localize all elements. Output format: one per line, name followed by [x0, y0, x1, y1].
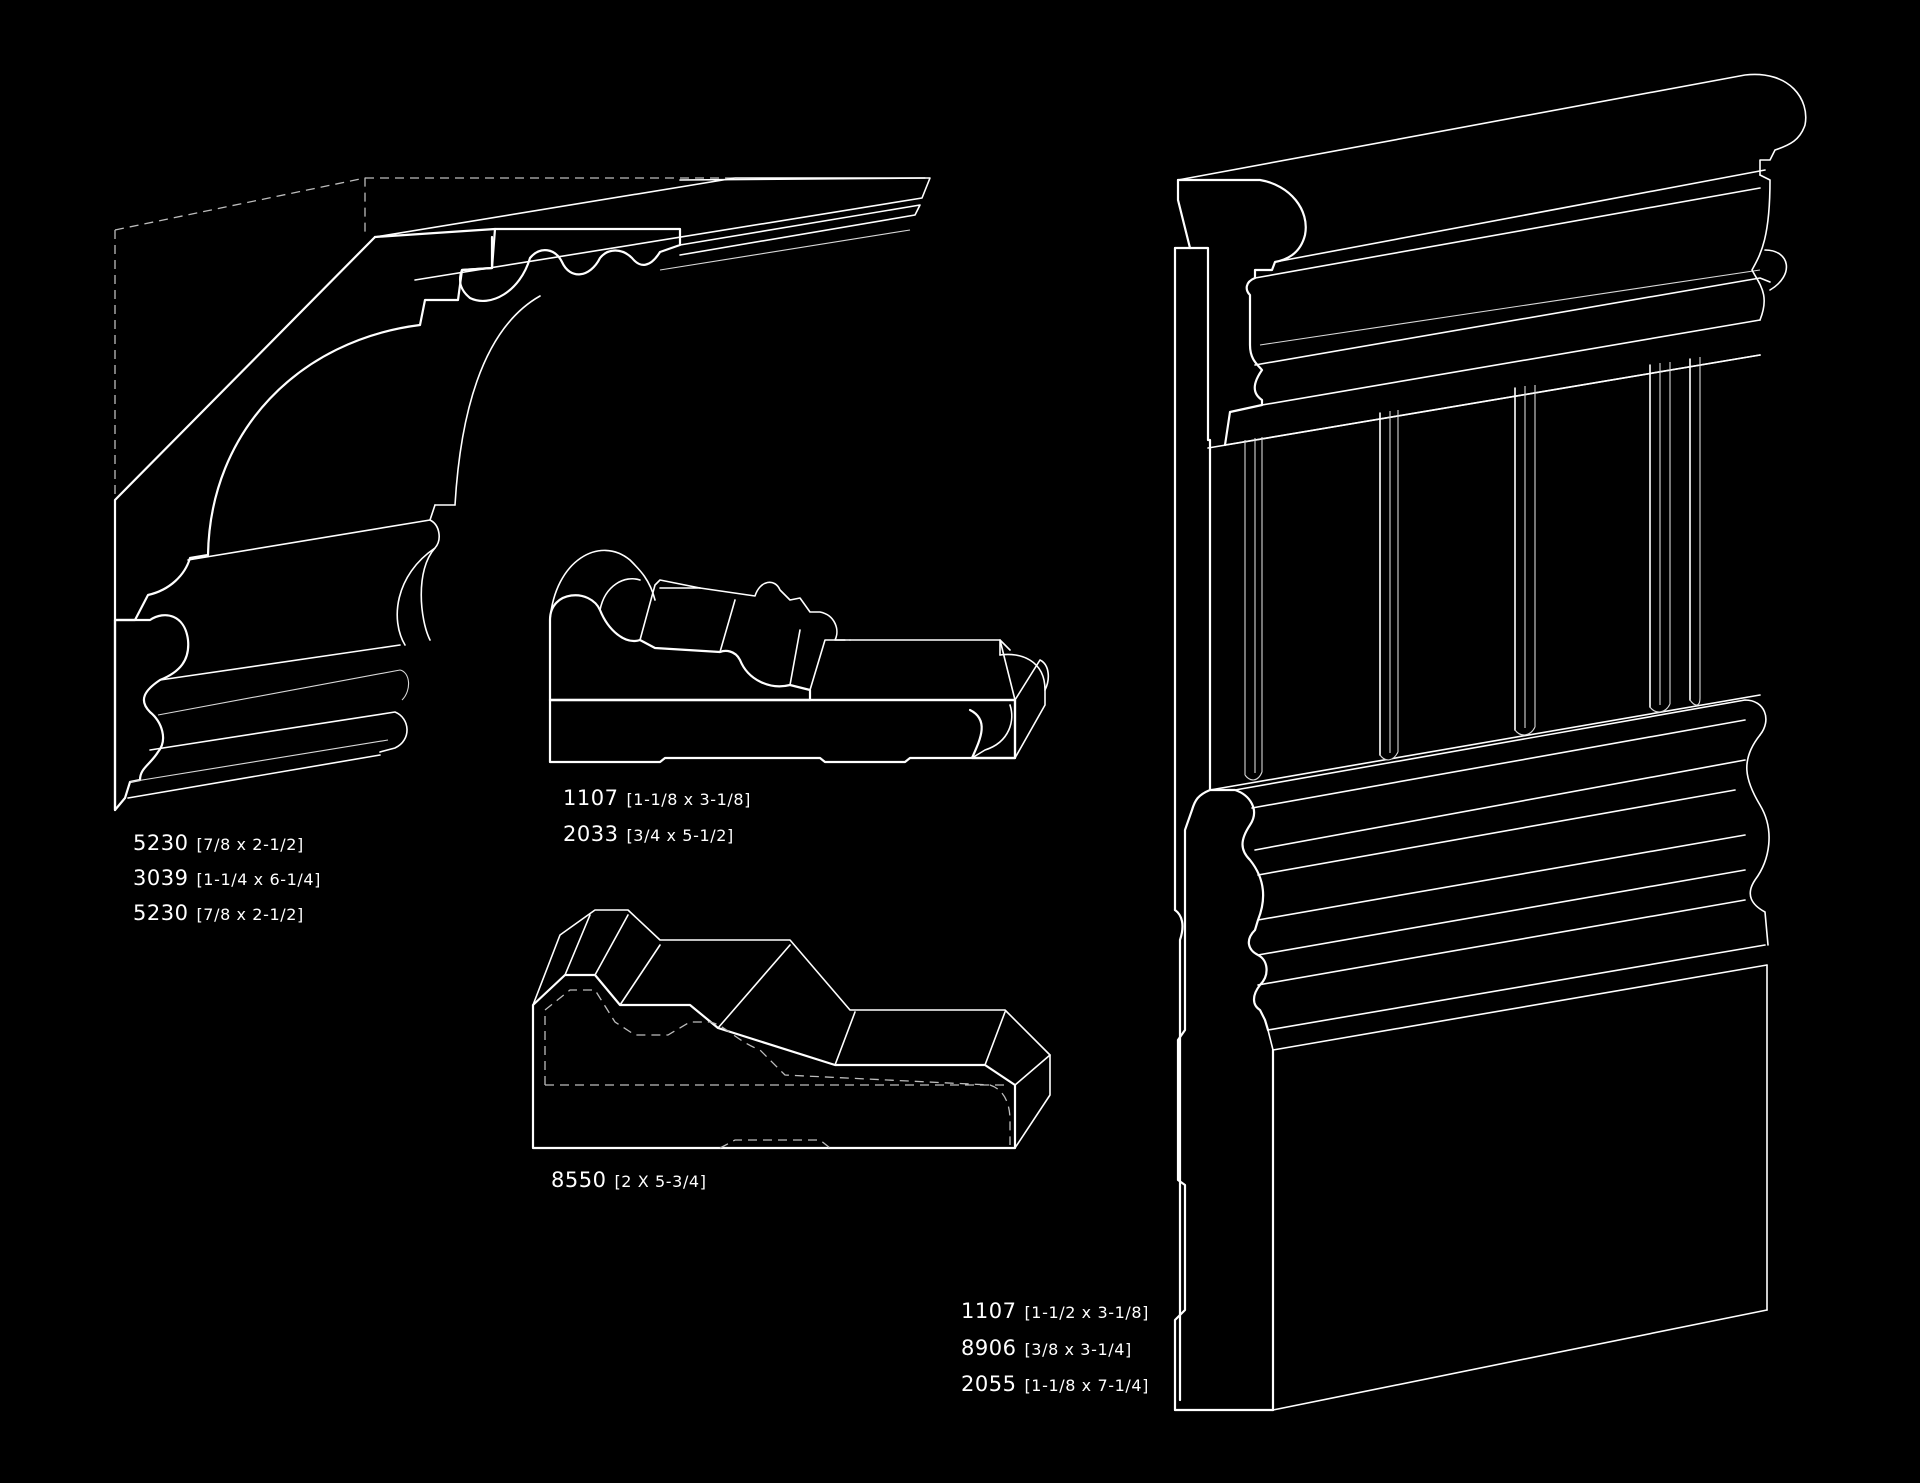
crown-label-3-dimensions: [7/8 x 2-1/2] [196, 905, 304, 924]
crown-label-1: 5230 [7/8 x 2-1/2] [133, 825, 304, 861]
crown-label-1-dimensions: [7/8 x 2-1/2] [196, 835, 304, 854]
profile-8550-code: 8550 [551, 1168, 607, 1192]
crown-label-2-code: 3039 [133, 866, 189, 890]
wainscot-label-1-dimensions: [1-1/2 x 3-1/8] [1024, 1303, 1149, 1322]
wainscot-label-3: 2055 [1-1/8 x 7-1/4] [961, 1366, 1149, 1402]
crown-molding-assembly [113, 177, 931, 812]
crown-label-2-dimensions: [1-1/4 x 6-1/4] [196, 870, 321, 889]
single-profile-8550 [531, 909, 1051, 1150]
wainscot-assembly [1173, 73, 1807, 1412]
wainscot-label-3-code: 2055 [961, 1372, 1017, 1396]
profile-8550-dimensions: [2 X 5-3/4] [614, 1172, 707, 1191]
wainscot-label-3-dimensions: [1-1/8 x 7-1/4] [1024, 1376, 1149, 1395]
casing-label-2-code: 2033 [563, 822, 619, 846]
casing-label-2: 2033 [3/4 x 5-1/2] [563, 816, 734, 852]
casing-assembly [548, 549, 1050, 764]
profile-8550-label: 8550 [2 X 5-3/4] [551, 1162, 707, 1198]
crown-label-3-code: 5230 [133, 901, 189, 925]
crown-label-2: 3039 [1-1/4 x 6-1/4] [133, 860, 321, 896]
wainscot-label-2-code: 8906 [961, 1336, 1017, 1360]
casing-label-1-dimensions: [1-1/8 x 3-1/8] [626, 790, 751, 809]
crown-label-3: 5230 [7/8 x 2-1/2] [133, 895, 304, 931]
casing-label-1-code: 1107 [563, 786, 619, 810]
wainscot-label-1-code: 1107 [961, 1299, 1017, 1323]
wainscot-label-2: 8906 [3/8 x 3-1/4] [961, 1330, 1132, 1366]
wainscot-label-2-dimensions: [3/8 x 3-1/4] [1024, 1340, 1132, 1359]
crown-label-1-code: 5230 [133, 831, 189, 855]
casing-label-1: 1107 [1-1/8 x 3-1/8] [563, 780, 751, 816]
casing-label-2-dimensions: [3/4 x 5-1/2] [626, 826, 734, 845]
wainscot-label-1: 1107 [1-1/2 x 3-1/8] [961, 1293, 1149, 1329]
